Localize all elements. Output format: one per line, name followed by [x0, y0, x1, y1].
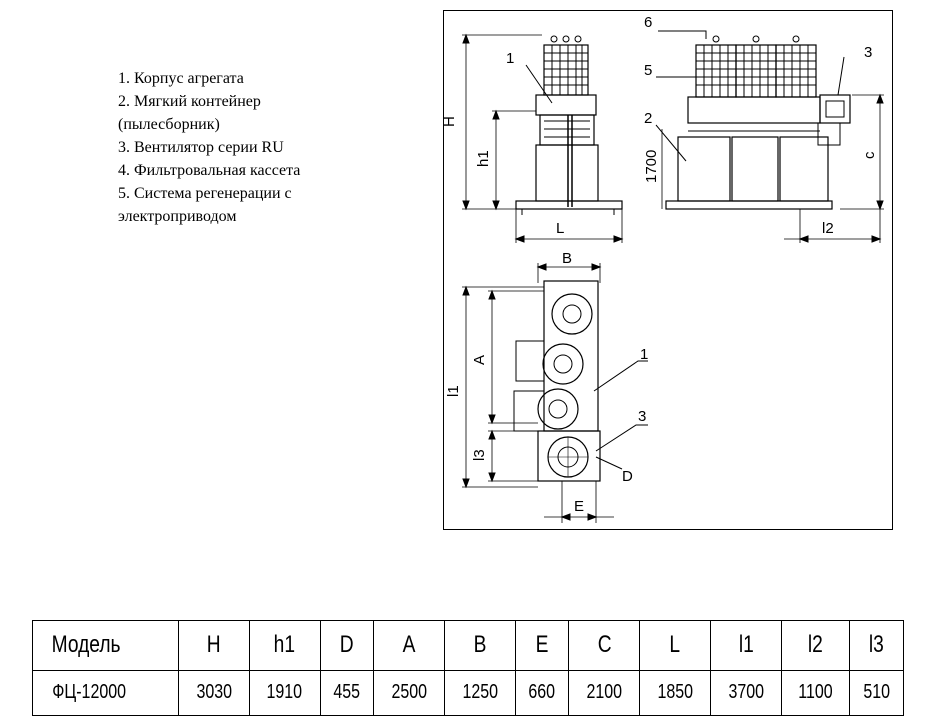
table-header-cell: l1 [738, 631, 754, 659]
table-cell: 2100 [586, 681, 623, 704]
legend-item: 2. Мягкий контейнер (пылесборник) [118, 93, 261, 133]
table-cell: 1250 [462, 681, 498, 704]
table-cell: 1910 [266, 681, 303, 704]
legend-item: 5. Система регенерации с электроприводом [118, 185, 292, 225]
label-1-plan: 1 [640, 346, 648, 363]
label-E: E [574, 498, 584, 515]
table-header-row: Модель H h1 D A B E C L l1 l2 l3 [32, 620, 904, 671]
label-6: 6 [644, 14, 652, 31]
technical-drawing: 1 6 5 3 2 1 3 D H h1 L 1700 c l2 B A l1 … [443, 10, 893, 530]
table-header-cell: l3 [869, 631, 885, 659]
table-header-cell: l2 [808, 631, 824, 659]
side-view [655, 30, 884, 243]
label-l2: l2 [822, 220, 834, 237]
legend-item: 4. Фильтровальная кассета [118, 162, 301, 179]
table-cell: 1100 [798, 681, 833, 704]
label-2: 2 [644, 110, 652, 127]
table-cell: 2500 [391, 681, 427, 704]
table-header-cell: H [206, 631, 221, 659]
table-header-cell: Модель [51, 631, 121, 659]
label-1-front: 1 [506, 50, 514, 67]
label-H: H [444, 116, 458, 127]
label-l3: l3 [471, 449, 488, 461]
plan-view [462, 263, 648, 523]
legend-item: 1. Корпус агрегата [118, 70, 244, 87]
label-1700: 1700 [643, 150, 660, 183]
table-cell: 3030 [196, 681, 232, 704]
front-view [462, 33, 624, 243]
label-B: B [562, 250, 572, 267]
legend-item: 3. Вентилятор серии RU [118, 139, 284, 156]
table-header-cell: B [473, 631, 487, 659]
label-l1: l1 [445, 385, 462, 397]
table-cell: 3700 [728, 681, 764, 704]
label-L: L [556, 220, 564, 237]
label-3-plan: 3 [638, 408, 646, 425]
table-cell: ФЦ-12000 [52, 681, 127, 704]
table-header-cell: D [339, 631, 354, 659]
label-D: D [622, 468, 633, 485]
label-5: 5 [644, 62, 652, 79]
table-cell: 510 [863, 681, 891, 704]
table-cell: 455 [333, 681, 361, 704]
label-3-side: 3 [864, 44, 872, 61]
label-C: c [861, 151, 878, 159]
drawing-svg: 1 6 5 3 2 1 3 D H h1 L 1700 c l2 B A l1 … [444, 14, 884, 523]
table-header-cell: L [669, 631, 681, 659]
label-h1: h1 [475, 150, 492, 167]
legend: 1. Корпус агрегата 2. Мягкий контейнер (… [118, 67, 408, 228]
table-row: ФЦ-12000 3030 1910 455 2500 1250 660 210… [32, 669, 904, 717]
table-header-cell: E [535, 631, 549, 659]
table-cell: 660 [528, 681, 556, 704]
table-header-cell: h1 [274, 631, 296, 659]
spec-table: Модель H h1 D A B E C L l1 l2 l3 ФЦ-1200… [32, 620, 904, 717]
table-cell: 1850 [657, 681, 693, 704]
label-A: A [471, 355, 488, 365]
table-header-cell: A [402, 631, 416, 659]
table-header-cell: C [597, 631, 612, 659]
